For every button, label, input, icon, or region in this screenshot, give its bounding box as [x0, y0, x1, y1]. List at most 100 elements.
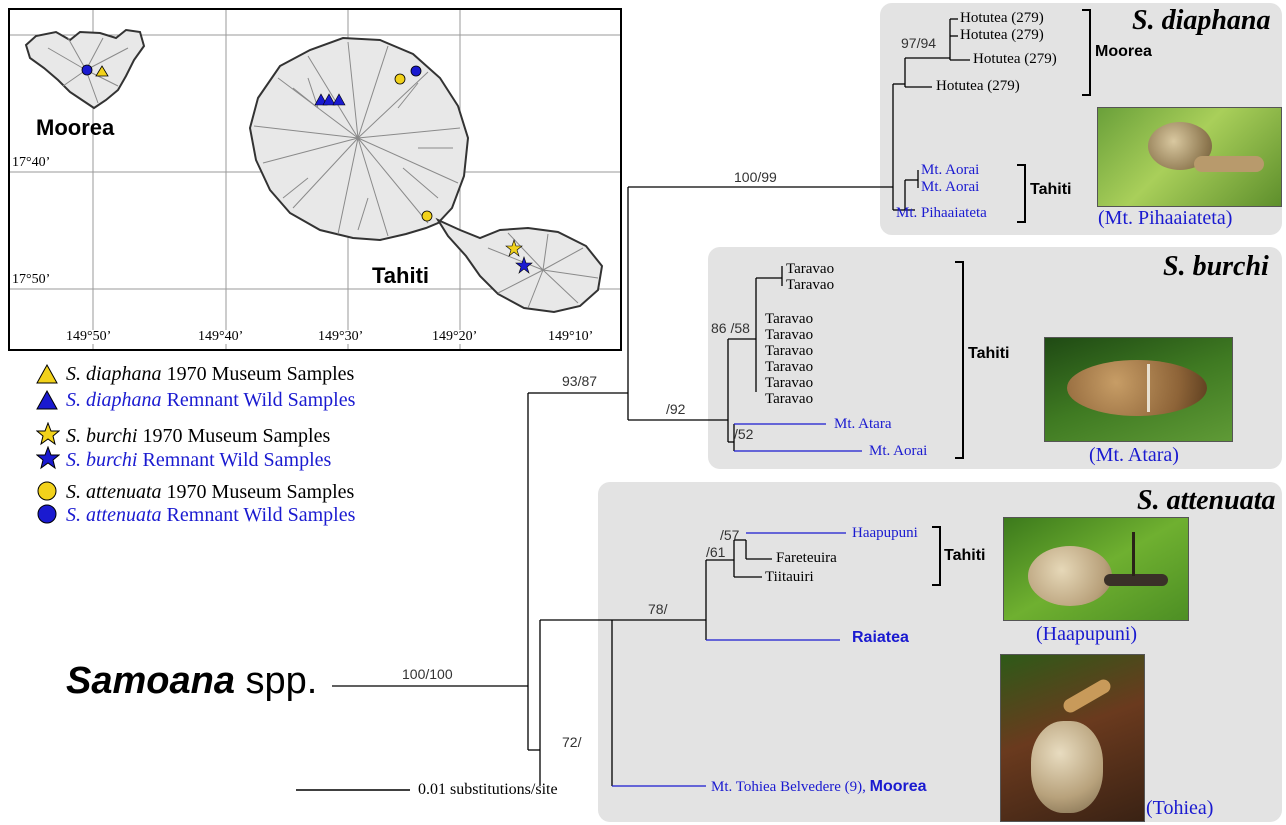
tip-label: Mt. Tohiea Belvedere (9), Moorea: [711, 779, 927, 795]
group-label: Tahiti: [1030, 181, 1072, 198]
clade-title: S. burchi: [1163, 251, 1269, 282]
legend-species: S. burchi: [66, 449, 138, 471]
tip-label: Mt. Pihaaiateta: [896, 205, 987, 221]
triangle-icon: [36, 364, 58, 384]
outgroup-rest: spp.: [234, 660, 318, 702]
group-label: Moorea: [1095, 43, 1152, 60]
snail-photo: [1097, 107, 1282, 207]
tip-label: Hotutea (279): [973, 51, 1057, 67]
support-value: 78/: [648, 601, 668, 617]
group-label: Tahiti: [944, 547, 986, 564]
tahiti-wild-diaphana: [314, 93, 328, 106]
support-value: /52: [734, 426, 754, 442]
group-label: Tahiti: [968, 345, 1010, 362]
legend-species: S. attenuata: [66, 504, 162, 526]
legend-text: Remnant Wild Samples: [161, 389, 356, 411]
tahiti-wild-diaphana: [322, 93, 336, 106]
photo-caption: (Haapupuni): [1036, 623, 1138, 645]
tip-label: Raiatea: [852, 629, 909, 646]
legend-text: Remnant Wild Samples: [161, 504, 356, 526]
circle-icon: [37, 504, 57, 524]
support-value: 93/87: [562, 373, 598, 389]
support-value: 100/100: [402, 666, 453, 682]
tip-label: Mt. Aorai: [921, 179, 980, 195]
tip-label: Hotutea (279): [960, 27, 1044, 43]
outgroup-label: Samoana spp.: [66, 662, 317, 700]
legend-text: 1970 Museum Samples: [161, 481, 355, 503]
tohiea-label: Mt. Tohiea Belvedere (9),: [711, 779, 870, 795]
map: [8, 8, 622, 351]
tahiti-map-label: Tahiti: [372, 263, 430, 288]
snail-photo: [1000, 654, 1145, 822]
tip-label: Mt. Aorai: [921, 162, 980, 178]
tip-label: Taravao: [765, 359, 814, 375]
lon-label-3: 149°30’: [318, 329, 364, 344]
tahiti-rivers: [253, 41, 599, 309]
bracket: [1017, 164, 1026, 223]
photo-caption: (Mt. Atara): [1089, 444, 1179, 466]
tip-label: Mt. Aorai: [869, 443, 928, 459]
tip-label: Taravao: [786, 277, 835, 293]
legend-text: Remnant Wild Samples: [137, 449, 332, 471]
legend-species: S. diaphana: [66, 389, 162, 411]
clade-title: S. diaphana: [1132, 5, 1271, 36]
tip-label: Taravao: [765, 311, 814, 327]
legend: S. diaphana 1970 Museum Samples S. diaph…: [36, 362, 516, 527]
clade-title: S. attenuata: [1137, 485, 1276, 516]
support-value: /61: [706, 544, 726, 560]
legend-text: 1970 Museum Samples: [137, 425, 331, 447]
tip-label: Taravao: [765, 343, 814, 359]
tahiti-wild-diaphana: [332, 93, 346, 106]
tahiti-wild-attenuata: [410, 65, 422, 77]
bracket: [1082, 9, 1091, 96]
photo-caption: (Mt. Pihaaiateta): [1098, 207, 1233, 229]
photo-caption: (Tohiea): [1146, 797, 1214, 819]
lat-label-2: 17°50’: [12, 272, 51, 287]
bracket: [932, 526, 941, 586]
tip-label: Taravao: [765, 327, 814, 343]
triangle-icon: [36, 390, 58, 410]
lon-label-2: 149°40’: [198, 329, 244, 344]
lon-label-5: 149°10’: [548, 329, 594, 344]
tahiti-wild-burchi: [515, 256, 533, 274]
tip-label: Fareteuira: [776, 550, 837, 566]
support-value: 72/: [562, 734, 582, 750]
circle-icon: [37, 481, 57, 501]
scale-label: 0.01 substitutions/site: [418, 781, 558, 798]
tip-label: Mt. Atara: [834, 416, 892, 432]
tip-label: Hotutea (279): [936, 78, 1020, 94]
moorea-museum-diaphana: [95, 65, 109, 77]
support-value: /92: [666, 401, 686, 417]
star-icon: [36, 446, 60, 470]
tip-label: Taravao: [765, 375, 814, 391]
tahiti-museum-burchi: [505, 239, 523, 257]
legend-species: S. attenuata: [66, 481, 162, 503]
legend-species: S. diaphana: [66, 363, 162, 385]
legend-text: 1970 Museum Samples: [161, 363, 355, 385]
bracket: [955, 261, 964, 459]
support-value: 100/99: [734, 169, 777, 185]
tip-label: Taravao: [786, 261, 835, 277]
tip-label: Tiitauiri: [765, 569, 814, 585]
tip-label: Taravao: [765, 391, 814, 407]
lat-label-1: 17°40’: [12, 155, 51, 170]
star-icon: [36, 422, 60, 446]
legend-species: S. burchi: [66, 425, 138, 447]
tahiti-museum-attenuata: [421, 210, 433, 222]
support-value: 86 /58: [711, 320, 750, 336]
snail-photo: [1003, 517, 1189, 621]
moorea-map-label: Moorea: [36, 115, 115, 140]
lon-label-1: 149°50’: [66, 329, 112, 344]
tip-label: Haapupuni: [852, 525, 918, 541]
support-value: 97/94: [901, 35, 937, 51]
tip-label: Hotutea (279): [960, 10, 1044, 26]
tohiea-island: Moorea: [869, 778, 927, 795]
moorea-wild-attenuata: [81, 64, 93, 76]
outgroup-genus: Samoana: [66, 660, 235, 702]
snail-photo: [1044, 337, 1233, 442]
lon-label-4: 149°20’: [432, 329, 478, 344]
support-value: /57: [720, 527, 740, 543]
tahiti-museum-attenuata: [394, 73, 406, 85]
